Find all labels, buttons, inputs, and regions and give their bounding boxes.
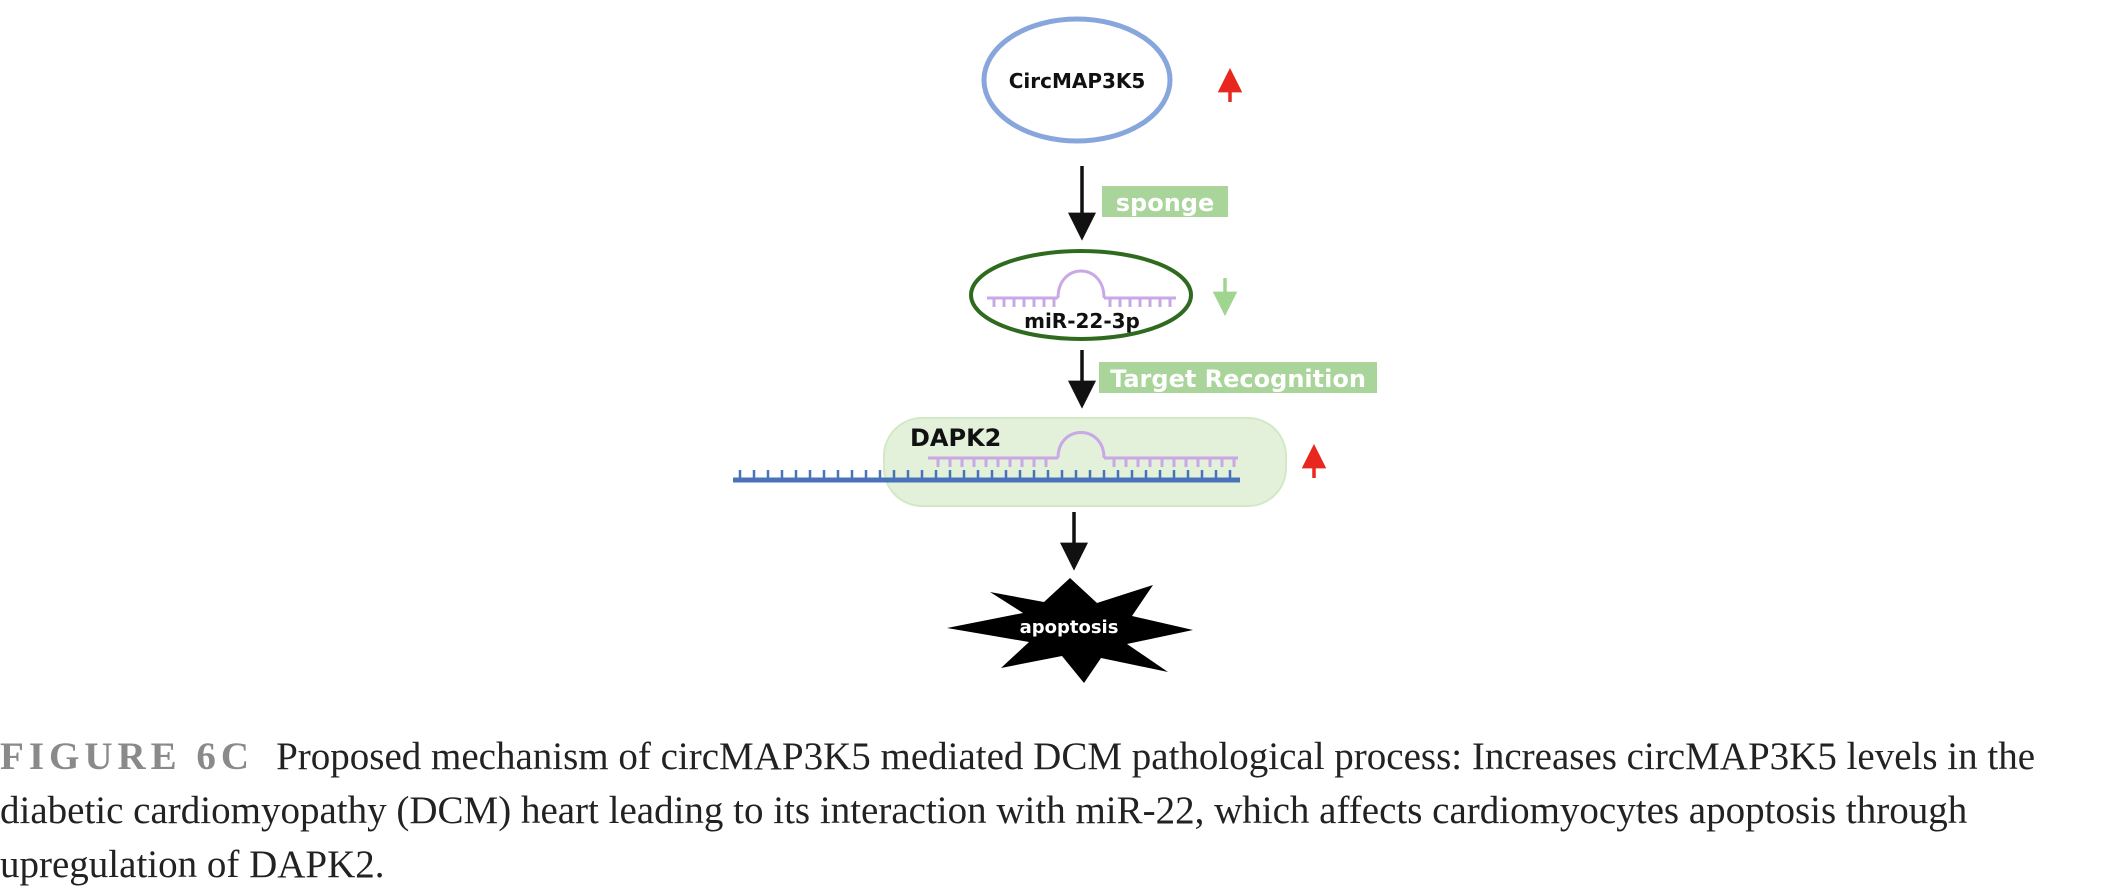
mrna-strand	[733, 470, 1240, 483]
dapk2-label: DAPK2	[910, 424, 1001, 452]
circmap3k5-node: CircMAP3K5	[981, 16, 1173, 144]
mirna-node: miR-22-3p	[969, 249, 1193, 341]
caption-text: Proposed mechanism of circMAP3K5 mediate…	[0, 735, 2036, 886]
circmap3k5-label: CircMAP3K5	[1009, 69, 1146, 93]
mirna-ellipse	[969, 249, 1193, 341]
dapk2-box	[883, 417, 1287, 507]
apoptosis-label: apoptosis	[1020, 617, 1119, 638]
apoptosis-node: apoptosis	[947, 578, 1193, 683]
apoptosis-burst-icon	[947, 578, 1193, 683]
mirna-label: miR-22-3p	[1024, 309, 1140, 333]
figure-label: FIGURE 6C	[0, 735, 255, 778]
sponge-tag-box	[1102, 186, 1228, 217]
target-recognition-tag-box	[1099, 362, 1377, 393]
target-recognition-label: Target Recognition	[1110, 365, 1366, 393]
mirna-bound-strand	[928, 431, 1238, 467]
sponge-label: sponge	[1116, 189, 1215, 217]
sponge-tag: sponge	[1102, 186, 1228, 217]
mirna-strand	[987, 269, 1176, 307]
circmap3k5-ellipse	[981, 16, 1173, 144]
target-recognition-tag: Target Recognition	[1099, 362, 1377, 393]
dapk2-node: DAPK2	[733, 417, 1287, 507]
mechanism-diagram: CircMAP3K5 sponge miR-22-3p Target Recog…	[733, 16, 1377, 683]
